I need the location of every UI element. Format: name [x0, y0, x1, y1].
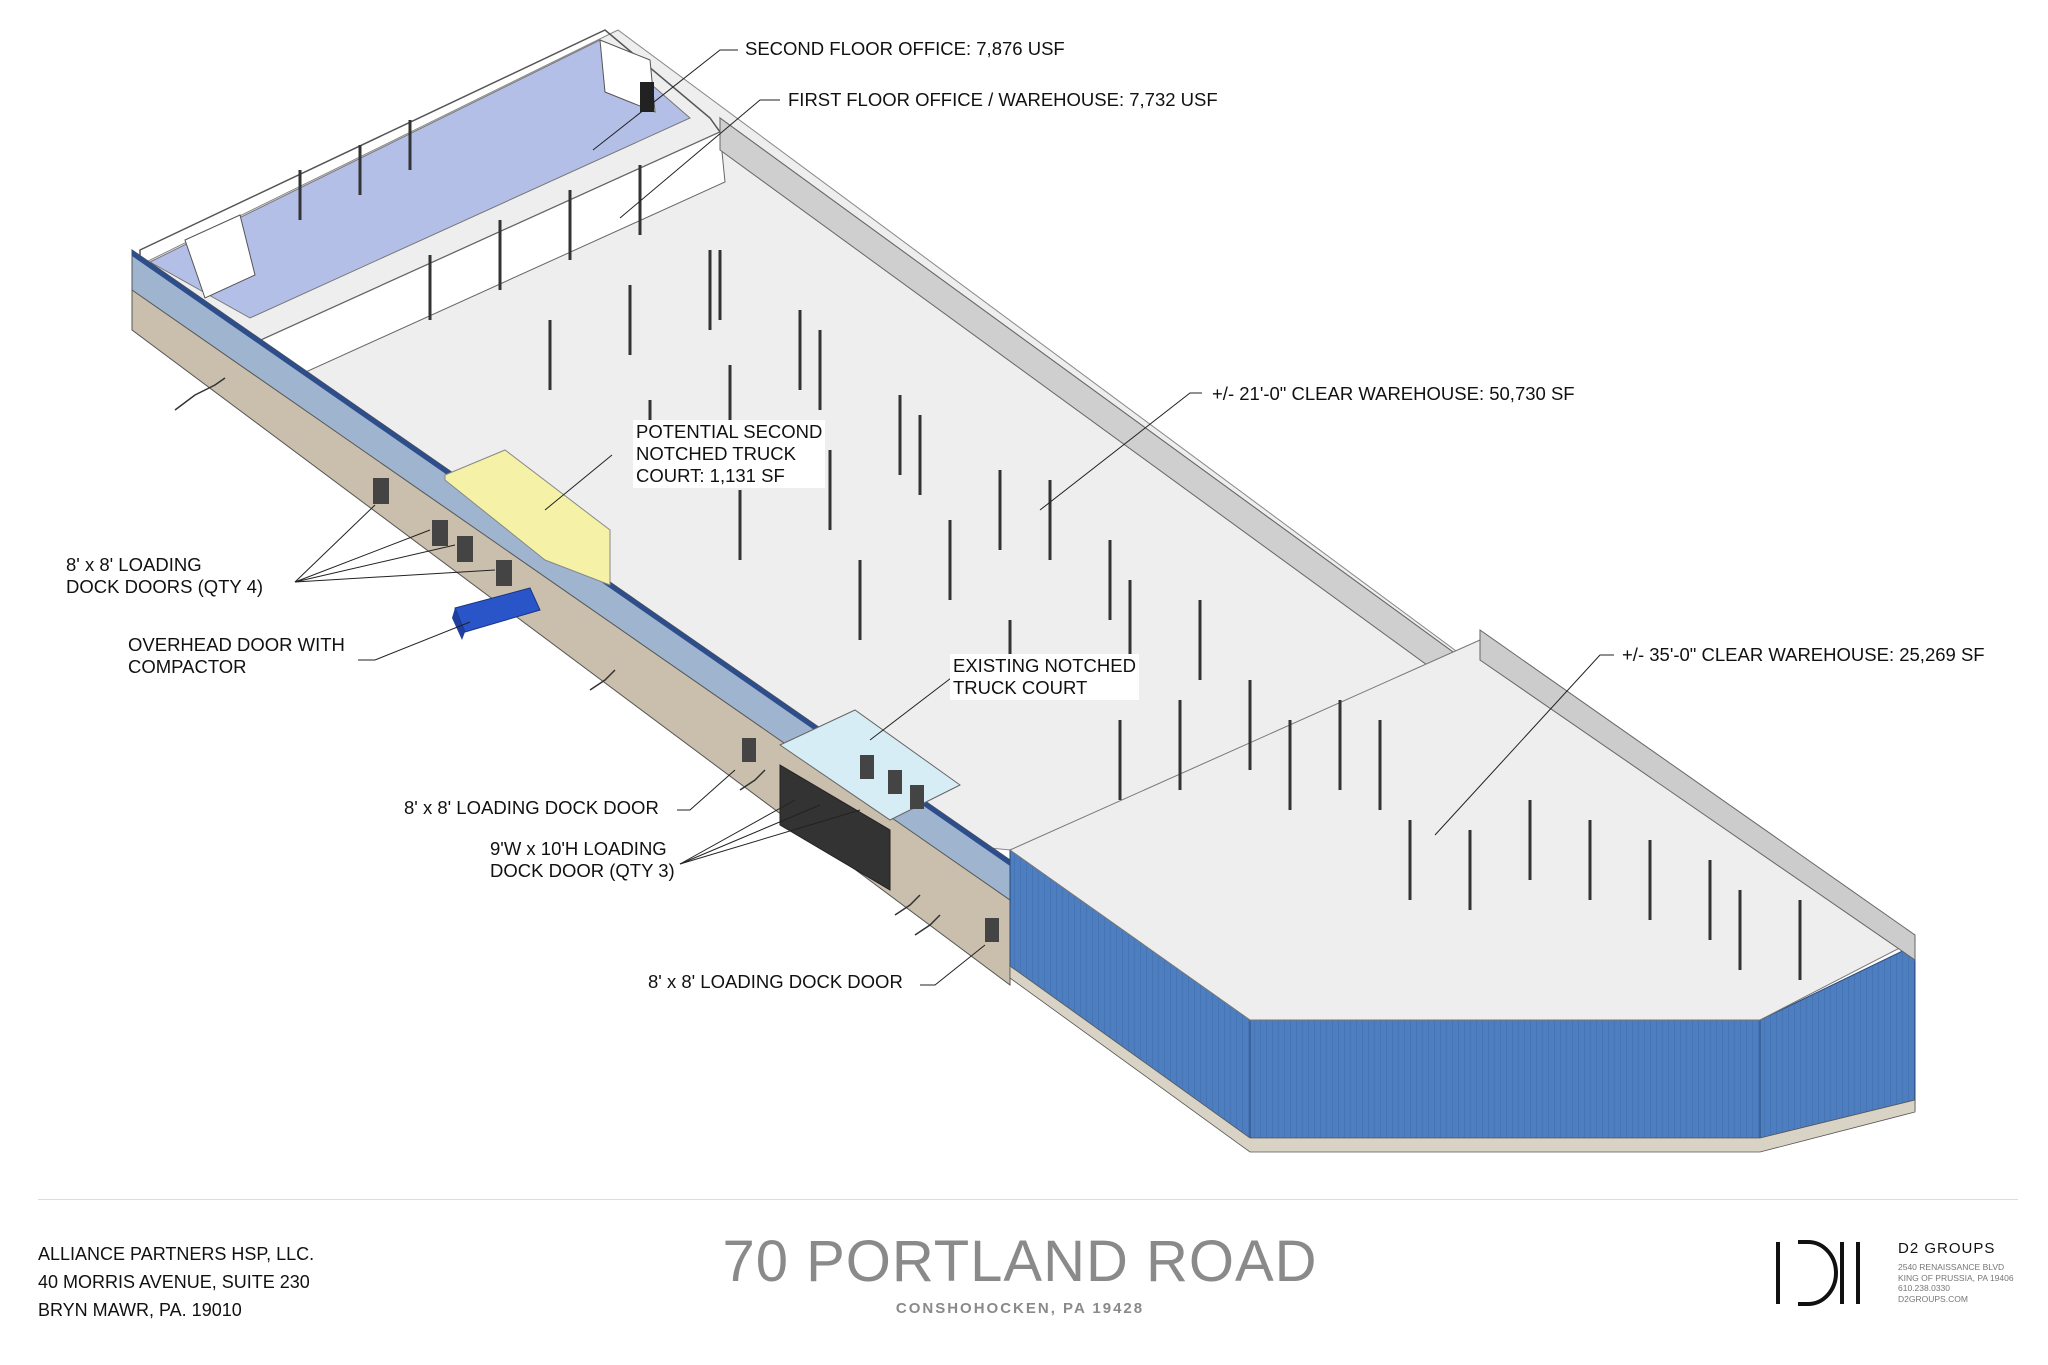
addition-floor — [1008, 639, 1916, 1021]
addition-wall-front — [1249, 1019, 1761, 1151]
firm-info: 2540 RENAISSANCE BLVD KING OF PRUSSIA, P… — [1898, 1262, 2014, 1304]
compactor — [452, 587, 541, 640]
second-floor-office-area — [148, 39, 691, 319]
owner-address: ALLIANCE PARTNERS HSP, LLC. 40 MORRIS AV… — [38, 1240, 314, 1324]
existing-court-ramp — [779, 764, 891, 891]
label-dock-doors-qty3: 9'W x 10'H LOADING DOCK DOOR (QTY 3) — [490, 838, 675, 881]
exterior-stairs — [174, 377, 941, 936]
label-potential-truck-court: POTENTIAL SECOND NOTCHED TRUCK COURT: 1,… — [633, 420, 826, 488]
label-overhead-door: OVERHEAD DOOR WITH COMPACTOR — [128, 634, 345, 677]
label-existing-truck-court: EXISTING NOTCHED TRUCK COURT — [950, 654, 1139, 700]
addition-back-wall — [1479, 629, 1916, 961]
dock-doors-qty4 — [373, 478, 512, 586]
firm-name: D2 GROUPS — [1898, 1240, 1996, 1257]
footer-divider — [38, 1199, 2018, 1200]
columns — [298, 120, 1802, 980]
dock-door-singles — [742, 738, 999, 942]
label-dock-doors-qty4: 8' x 8' LOADING DOCK DOORS (QTY 4) — [66, 554, 264, 597]
label-dock-door-single-a: 8' x 8' LOADING DOCK DOOR — [404, 797, 659, 818]
label-clear-35-warehouse: +/- 35'-0" CLEAR WAREHOUSE: 25,269 SF — [1622, 644, 1985, 665]
project-location: CONSHOHOCKEN, PA 19428 — [895, 1300, 1145, 1317]
addition-base — [1009, 965, 1916, 1153]
potential-truck-court — [444, 449, 611, 586]
d2-groups-logo-icon — [1776, 1240, 1860, 1306]
owner-city: BRYN MAWR, PA. 19010 — [38, 1300, 242, 1320]
owner-name: ALLIANCE PARTNERS HSP, LLC. — [38, 1244, 315, 1264]
project-title: 70 PORTLAND ROAD — [722, 1229, 1318, 1294]
label-dock-door-single-b: 8' x 8' LOADING DOCK DOOR — [648, 971, 903, 992]
dock-doors-qty3 — [860, 755, 924, 809]
label-second-floor-office: SECOND FLOOR OFFICE: 7,876 USF — [745, 38, 1065, 59]
leader-lines — [294, 49, 1614, 986]
label-first-floor-office: FIRST FLOOR OFFICE / WAREHOUSE: 7,732 US… — [788, 89, 1218, 110]
owner-street: 40 MORRIS AVENUE, SUITE 230 — [38, 1272, 310, 1292]
office-stair-box — [184, 214, 256, 299]
label-clear-21-warehouse: +/- 21'-0" CLEAR WAREHOUSE: 50,730 SF — [1212, 383, 1575, 404]
